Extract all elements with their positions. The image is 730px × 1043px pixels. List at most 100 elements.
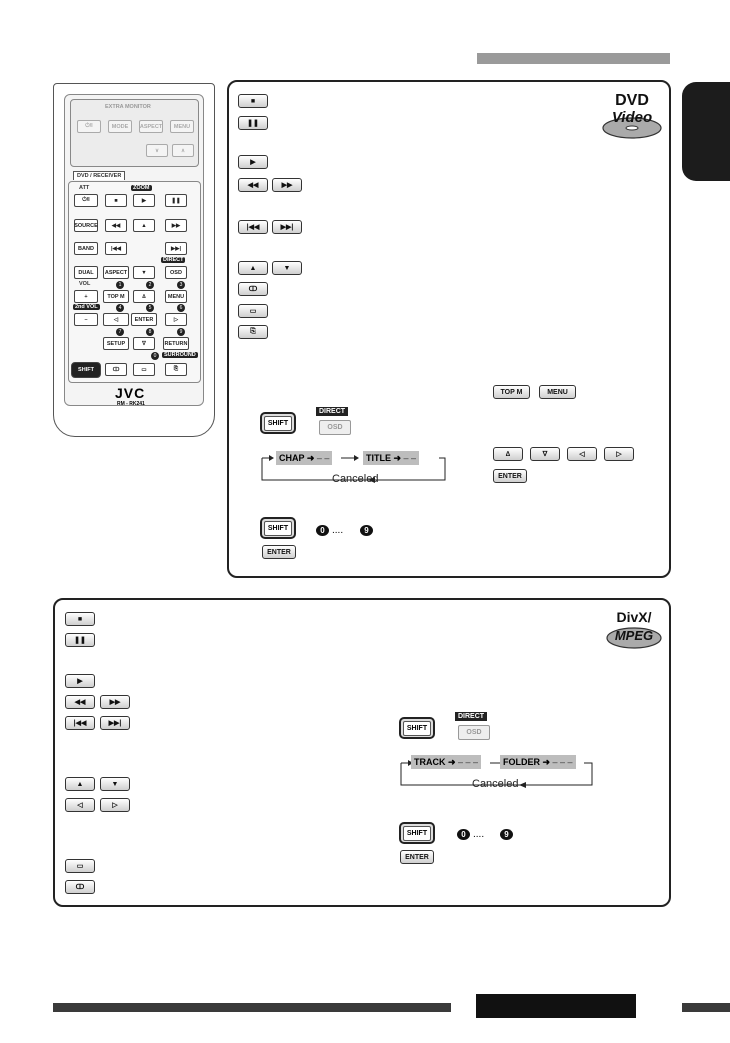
divx-subtitle-key: ▭ bbox=[65, 859, 95, 873]
dvd-angle-key: ⎘ bbox=[238, 325, 268, 339]
dvd-shift-key-2: SHIFT bbox=[260, 517, 296, 539]
att-label: ATT bbox=[79, 185, 90, 191]
dvd-shift-label-2: SHIFT bbox=[264, 520, 292, 536]
remote-vol-minus-button: – bbox=[74, 313, 98, 326]
divx-num-9: 9 bbox=[500, 829, 513, 840]
dvd-direct-label: DIRECT bbox=[316, 407, 349, 416]
divx-pause-key: ❚❚ bbox=[65, 633, 95, 647]
dvd-prev-key: |◀◀ bbox=[238, 220, 268, 234]
divx-shift-label-2: SHIFT bbox=[403, 825, 431, 841]
dvd-video-logo: DVD Video bbox=[601, 88, 663, 140]
direct-label: DIRECT bbox=[161, 257, 186, 263]
divx-enter-key: ENTER bbox=[400, 850, 434, 864]
divx-down-key: ▼ bbox=[100, 777, 130, 791]
num-1-badge: 1 bbox=[116, 281, 124, 289]
remote-rewind-button: ◀◀ bbox=[105, 219, 127, 232]
footer-bar-left bbox=[53, 1003, 451, 1012]
divx-shift-key-2: SHIFT bbox=[399, 822, 435, 844]
dvd-enter-key: ENTER bbox=[262, 545, 296, 559]
footer-bar-right bbox=[682, 1003, 730, 1012]
dvd-subtitle-key: ▭ bbox=[238, 304, 268, 318]
monitor-down-button: ∨ bbox=[146, 144, 168, 157]
dvd-dots: .... bbox=[332, 525, 344, 536]
divx-shift-key: SHIFT bbox=[399, 717, 435, 739]
monitor-up-button: ∧ bbox=[172, 144, 194, 157]
dvd-video-panel: ■ ❚❚ ▶ ◀◀ ▶▶ |◀◀ ▶▶| ▲ ▼ ↀ ▭ ⎘ DVD Video… bbox=[227, 80, 671, 578]
divx-next-key: ▶▶| bbox=[100, 716, 130, 730]
monitor-mode-button: MODE bbox=[108, 120, 132, 133]
divx-logo-top-text: DivX/ bbox=[616, 609, 651, 625]
divx-prev-key: |◀◀ bbox=[65, 716, 95, 730]
monitor-power-button: ⏻/I bbox=[77, 120, 101, 133]
remote-nabla-button: ∇ bbox=[133, 337, 155, 350]
divx-left-key: ◁ bbox=[65, 798, 95, 812]
remote-power-button: ⏻/I bbox=[74, 194, 98, 207]
num-5-badge: 5 bbox=[146, 304, 154, 312]
remote-control-illustration: EXTRA MONITOR ⏻/I MODE ASPECT MENU ∨ ∧ D… bbox=[53, 83, 215, 437]
remote-vol-plus-button: + bbox=[74, 290, 98, 303]
dvd-logo-bottom-text: Video bbox=[612, 109, 652, 126]
divx-logo-bottom-text: MPEG bbox=[615, 628, 653, 643]
divx-right-key: ▷ bbox=[100, 798, 130, 812]
remote-shift-button: SHIFT bbox=[71, 362, 101, 378]
remote-angle-button: ⎘ bbox=[165, 363, 187, 376]
divx-canceled-label: Canceled bbox=[472, 778, 519, 790]
divx-play-key: ▶ bbox=[65, 674, 95, 688]
divx-track-label: TRACK ➜ – – – bbox=[411, 755, 482, 769]
dvd-tri-up-key: ∆ bbox=[493, 447, 523, 461]
dvd-down-key: ▼ bbox=[272, 261, 302, 275]
remote-stop-button: ■ bbox=[105, 194, 127, 207]
jvc-logo: JVC bbox=[115, 385, 146, 401]
dvd-rewind-key: ◀◀ bbox=[238, 178, 268, 192]
second-vol-label: 2nd VOL bbox=[73, 304, 100, 310]
divx-rewind-key: ◀◀ bbox=[65, 695, 95, 709]
dvd-ffwd-key: ▶▶ bbox=[272, 178, 302, 192]
divx-shift-label: SHIFT bbox=[403, 720, 431, 736]
remote-audio-button: ↀ bbox=[105, 363, 127, 376]
zoom-label: ZOOM bbox=[131, 185, 152, 191]
dvd-logo-top-text: DVD bbox=[615, 92, 649, 109]
extra-monitor-label: EXTRA MONITOR bbox=[105, 104, 151, 110]
dvd-play-key: ▶ bbox=[238, 155, 268, 169]
divx-stop-key: ■ bbox=[65, 612, 95, 626]
divx-folder-label: FOLDER ➜ – – – bbox=[500, 755, 576, 769]
remote-menu-button: MENU bbox=[165, 290, 187, 303]
remote-ffwd-button: ▶▶ bbox=[165, 219, 187, 232]
remote-delta-button: ∆ bbox=[133, 290, 155, 303]
num-4-badge: 4 bbox=[116, 304, 124, 312]
divx-mpeg-logo: DivX/ MPEG bbox=[605, 606, 663, 650]
dvd-receiver-panel: ATT ZOOM ⏻/I ■ ▶ ❚❚ SOURCE ◀◀ ▲ ▶▶ BAND … bbox=[68, 181, 201, 383]
remote-setup-button: SETUP bbox=[103, 337, 129, 350]
num-8-badge: 8 bbox=[146, 328, 154, 336]
extra-monitor-panel: EXTRA MONITOR ⏻/I MODE ASPECT MENU ∨ ∧ bbox=[70, 99, 199, 167]
divx-osd-key: OSD bbox=[458, 725, 490, 740]
divx-audio-key: ↀ bbox=[65, 880, 95, 894]
num-7-badge: 7 bbox=[116, 328, 124, 336]
dvd-cycle-diagram bbox=[261, 455, 446, 483]
remote-prev-button: |◀◀ bbox=[105, 242, 127, 255]
footer-page-box bbox=[476, 994, 636, 1018]
model-number: RM - RK241 bbox=[117, 401, 145, 407]
dvd-menu-enter-key: ENTER bbox=[493, 469, 527, 483]
dvd-chap-label: CHAP ➜ – – bbox=[276, 451, 333, 465]
num-0-badge: 0 bbox=[151, 352, 159, 360]
dvd-num-9: 9 bbox=[360, 525, 373, 536]
dvd-osd-key: OSD bbox=[319, 420, 351, 435]
divx-ffwd-key: ▶▶ bbox=[100, 695, 130, 709]
remote-subtitle-button: ▭ bbox=[133, 363, 155, 376]
divx-dots: .... bbox=[473, 829, 485, 840]
remote-aspect-button: ASPECT bbox=[103, 266, 129, 279]
remote-dual-button: DUAL bbox=[74, 266, 98, 279]
remote-enter-button: ENTER bbox=[131, 313, 157, 326]
remote-source-button: SOURCE bbox=[74, 219, 98, 232]
dvd-pause-key: ❚❚ bbox=[238, 116, 268, 130]
remote-face: EXTRA MONITOR ⏻/I MODE ASPECT MENU ∨ ∧ D… bbox=[64, 94, 204, 407]
remote-play-button: ▶ bbox=[133, 194, 155, 207]
remote-down-button: ▼ bbox=[133, 266, 155, 279]
dvd-tri-down-key: ∇ bbox=[530, 447, 560, 461]
language-tab bbox=[682, 82, 730, 181]
monitor-menu-button: MENU bbox=[170, 120, 194, 133]
dvd-up-key: ▲ bbox=[238, 261, 268, 275]
divx-up-key: ▲ bbox=[65, 777, 95, 791]
dvd-audio-key: ↀ bbox=[238, 282, 268, 296]
